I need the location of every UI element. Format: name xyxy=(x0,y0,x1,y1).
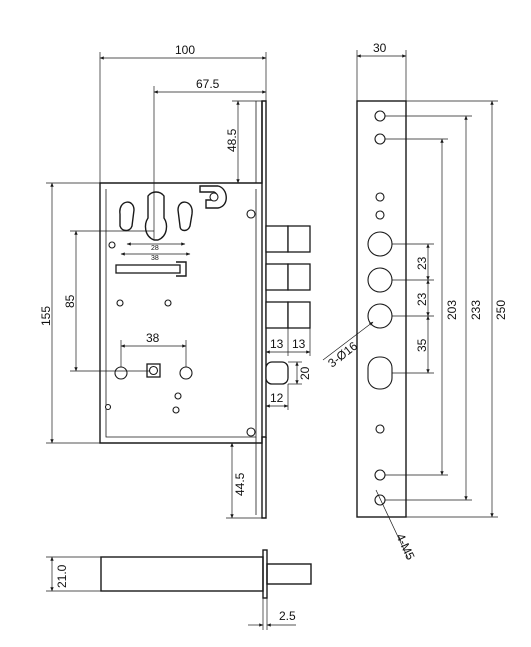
latch-bolt xyxy=(265,361,289,385)
mount-hole xyxy=(174,392,182,400)
faceplate-hole xyxy=(374,110,386,122)
keyhole-cutout xyxy=(144,191,168,241)
front-view-dimensions: 100 67.5 48.5 155 85 38 28 38 1 xyxy=(39,43,312,519)
dim-bolt-width-right: 13 xyxy=(292,337,306,351)
mount-hole xyxy=(164,299,172,307)
deadbolt-1-right xyxy=(287,225,311,253)
dim-length-233: 233 xyxy=(469,300,483,320)
spindle-center xyxy=(148,365,159,376)
left-lobe xyxy=(119,201,135,232)
bolt-opening-3 xyxy=(367,303,393,329)
bolt-opening-1 xyxy=(367,231,393,257)
dim-bolt-pitch-2: 23 xyxy=(415,292,429,306)
slot-bar-end xyxy=(176,261,187,277)
mount-hole xyxy=(246,427,256,437)
lock-case-inner-edge xyxy=(105,189,257,438)
faceplate-hole xyxy=(374,133,386,145)
dim-hole-spacing: 38 xyxy=(146,331,160,345)
bottom-view: 21.0 2.5 xyxy=(46,549,312,630)
hook-hole xyxy=(209,192,219,202)
dim-length-250: 250 xyxy=(494,300,508,320)
dim-top-offset: 48.5 xyxy=(225,128,239,152)
dim-latch-width: 12 xyxy=(270,391,284,405)
right-lobe xyxy=(177,201,193,232)
bolt-bottom-profile xyxy=(266,563,312,585)
screw-callout: 4-M5 xyxy=(393,531,417,562)
dim-bolt-width-left: 13 xyxy=(270,337,284,351)
dim-overall-width: 100 xyxy=(175,43,195,57)
faceplate-outline xyxy=(356,100,407,518)
deadbolt-3-left xyxy=(265,301,289,329)
bolt-opening-2 xyxy=(367,267,393,293)
faceplate-hole xyxy=(375,210,385,220)
dim-spindle-offset: 67.5 xyxy=(196,77,220,91)
deadbolt-1-left xyxy=(265,225,289,253)
dim-small-38: 38 xyxy=(151,255,159,262)
slot-bar xyxy=(115,264,181,274)
hole-callout: 3-Ø16 xyxy=(325,339,360,371)
latch-opening xyxy=(367,356,393,390)
dim-latch-height: 20 xyxy=(298,366,312,380)
case-bottom-profile xyxy=(100,556,264,592)
mount-hole xyxy=(104,403,112,411)
faceplate-hole xyxy=(375,192,385,202)
dim-faceplate-width: 30 xyxy=(373,41,387,55)
dim-bottom-offset: 44.5 xyxy=(233,472,247,496)
dim-small-28: 28 xyxy=(151,245,159,252)
dim-bolt-pitch-1: 23 xyxy=(415,256,429,270)
deadbolt-3-right xyxy=(287,301,311,329)
mount-hole xyxy=(116,299,124,307)
front-view xyxy=(99,100,311,519)
dim-cylinder-distance: 85 xyxy=(63,294,77,308)
faceplate-hole xyxy=(375,424,385,434)
mount-hole xyxy=(172,406,180,414)
mount-hole xyxy=(108,241,116,249)
spindle-side-hole-left xyxy=(114,366,128,380)
deadbolt-2-right xyxy=(287,263,311,291)
dim-spacing-35: 35 xyxy=(415,338,429,352)
dim-thickness: 21.0 xyxy=(55,564,69,588)
faceplate-hole xyxy=(374,494,386,506)
deadbolt-2-left xyxy=(265,263,289,291)
dim-case-height: 155 xyxy=(39,306,53,326)
dim-length-203: 203 xyxy=(445,300,459,320)
spindle-side-hole-right xyxy=(179,366,193,380)
faceplate-dimensions: 30 23 23 35 203 233 250 3-Ø16 4-M5 xyxy=(322,41,508,562)
dim-faceplate-thickness: 2.5 xyxy=(279,609,296,623)
mount-hole xyxy=(246,209,256,219)
faceplate-hole xyxy=(374,469,386,481)
faceplate-view xyxy=(356,100,407,518)
